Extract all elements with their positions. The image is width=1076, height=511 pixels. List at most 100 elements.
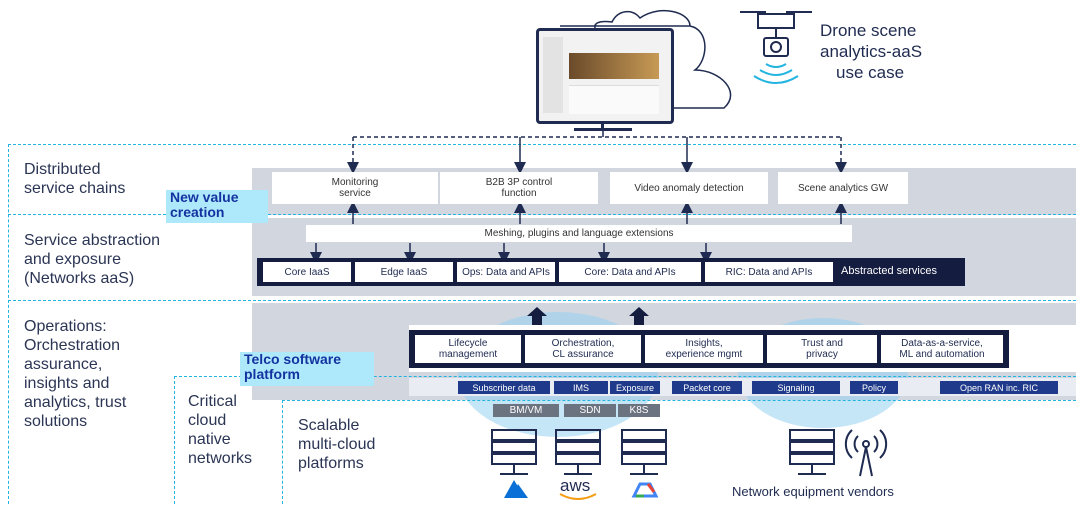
- pill-label: Packet core: [683, 382, 731, 393]
- critical-cloud-native-label: Critical cloud native networks: [188, 392, 252, 468]
- signaling-pill: Signaling: [752, 381, 840, 394]
- box-line: Trust and: [801, 338, 843, 349]
- row-label-operations: Operations: Orchestration assurance, ins…: [24, 317, 126, 431]
- drone-icon: [740, 11, 812, 84]
- abstracted-services-label: Abstracted services: [841, 265, 937, 277]
- drone-signal-inner: [765, 63, 787, 68]
- k8s-box: K8S: [618, 404, 660, 417]
- dashed-line-row3: [8, 300, 1076, 301]
- label-line: multi-cloud: [298, 436, 376, 453]
- dashed-line-left: [8, 144, 9, 504]
- box-line: Scene analytics GW: [797, 182, 889, 194]
- infra-label: BM/VM: [509, 405, 543, 416]
- telco-software-platform-tag: Telco software platform: [240, 352, 374, 386]
- ric-data-apis-box: RIC: Data and APIs: [705, 262, 833, 282]
- row-label-line: service chains: [24, 180, 126, 197]
- box-line: Orchestration,: [551, 338, 615, 349]
- row-label-line: analytics, trust: [24, 394, 127, 411]
- bold-up-arrow-right: [629, 307, 649, 325]
- core-iaas-box: Core IaaS: [263, 262, 351, 282]
- row-label-line: insights and: [24, 375, 110, 392]
- drone-label: Drone scene analytics-aaS use case: [820, 20, 922, 83]
- service-label: Core IaaS: [284, 266, 330, 278]
- monitor-screen-cards: [569, 85, 659, 114]
- gcp-logo: [631, 482, 659, 498]
- box-line: CL assurance: [552, 349, 614, 360]
- dashed-line-scalable-left: [282, 400, 283, 504]
- box-line: Data-as-a-service,: [901, 338, 983, 349]
- tag-line: platform: [244, 366, 300, 382]
- row-label-line: and exposure: [24, 251, 121, 268]
- server-stack-gcp: [621, 429, 667, 475]
- box-line: experience mgmt: [665, 349, 743, 360]
- box-line: B2B 3P control: [485, 177, 553, 188]
- box-line: privacy: [806, 349, 838, 360]
- packet-core-pill: Packet core: [672, 381, 742, 394]
- insights-experience-box: Insights,experience mgmt: [645, 335, 763, 363]
- label-line: platforms: [298, 455, 364, 472]
- monitor-icon: [536, 28, 674, 124]
- monitor-screen-banner: [569, 53, 659, 79]
- bold-up-arrow-left: [527, 307, 547, 325]
- row-label-line: Operations:: [24, 318, 107, 335]
- tag-line: creation: [170, 204, 225, 220]
- bm-vm-box: BM/VM: [493, 404, 559, 417]
- box-line: function: [501, 188, 537, 199]
- drone-camera-lens: [770, 41, 782, 53]
- box-line: Monitoring: [331, 177, 379, 188]
- service-label: Edge IaaS: [380, 266, 428, 278]
- ops-data-apis-box: Ops: Data and APIs: [457, 262, 555, 282]
- row-label-line: Distributed: [24, 161, 101, 178]
- meshing-box: Meshing, plugins and language extensions: [306, 225, 852, 242]
- tag-line: Telco software: [244, 351, 341, 367]
- infra-label: K8S: [629, 405, 649, 416]
- dashed-line-row1: [8, 144, 1076, 145]
- sdn-box: SDN: [564, 404, 616, 417]
- scene-analytics-gw-box: Scene analytics GW: [778, 172, 908, 204]
- row-label-line: solutions: [24, 413, 88, 430]
- antenna-icon: [844, 429, 888, 477]
- monitor-screen-sidebar: [543, 37, 563, 113]
- orchestration-cl-assurance-box: Orchestration,CL assurance: [525, 335, 641, 363]
- drone-signal-outer: [753, 75, 799, 84]
- row-label-abstraction: Service abstraction and exposure (Networ…: [24, 231, 160, 288]
- pill-label: IMS: [572, 382, 589, 393]
- box-line: Video anomaly detection: [634, 182, 744, 194]
- server-stack-azure: [491, 429, 537, 475]
- box-line: ML and automation: [899, 349, 985, 360]
- label-line: Scalable: [298, 417, 360, 434]
- box-line: Insights,: [685, 338, 723, 349]
- data-as-a-service-box: Data-as-a-service,ML and automation: [881, 335, 1003, 363]
- abstracted-services-bar: Core IaaS Edge IaaS Ops: Data and APIs C…: [257, 258, 965, 286]
- gcp-logo-red: [646, 483, 656, 493]
- row-label-line: Service abstraction: [24, 232, 161, 249]
- monitor-base: [574, 128, 632, 131]
- core-data-apis-box: Core: Data and APIs: [559, 262, 701, 282]
- service-label: RIC: Data and APIs: [725, 266, 813, 278]
- service-label: Ops: Data and APIs: [462, 266, 550, 278]
- cloud-outline: [560, 9, 732, 109]
- box-line: Lifecycle: [448, 338, 488, 349]
- pill-label: Exposure: [615, 382, 655, 393]
- open-ran-ric-pill: Open RAN inc. RIC: [940, 381, 1058, 394]
- pill-label: Signaling: [777, 382, 815, 393]
- dashed-line-row2: [8, 214, 1076, 215]
- box-line: service: [339, 188, 371, 199]
- tag-line: New value: [170, 189, 239, 205]
- dashed-line-scalable-top: [282, 400, 1076, 401]
- row-label-line: Orchestration: [24, 337, 121, 354]
- dashed-line-critical-top: [174, 376, 1076, 377]
- new-value-creation-tag: New value creation: [166, 190, 268, 223]
- box-line: management: [438, 349, 498, 360]
- edge-iaas-box: Edge IaaS: [355, 262, 453, 282]
- pill-label: Open RAN inc. RIC: [959, 382, 1039, 393]
- drone-label-line: Drone scene: [820, 21, 917, 40]
- infra-label: SDN: [579, 405, 601, 416]
- dashed-line-critical-left: [174, 376, 175, 504]
